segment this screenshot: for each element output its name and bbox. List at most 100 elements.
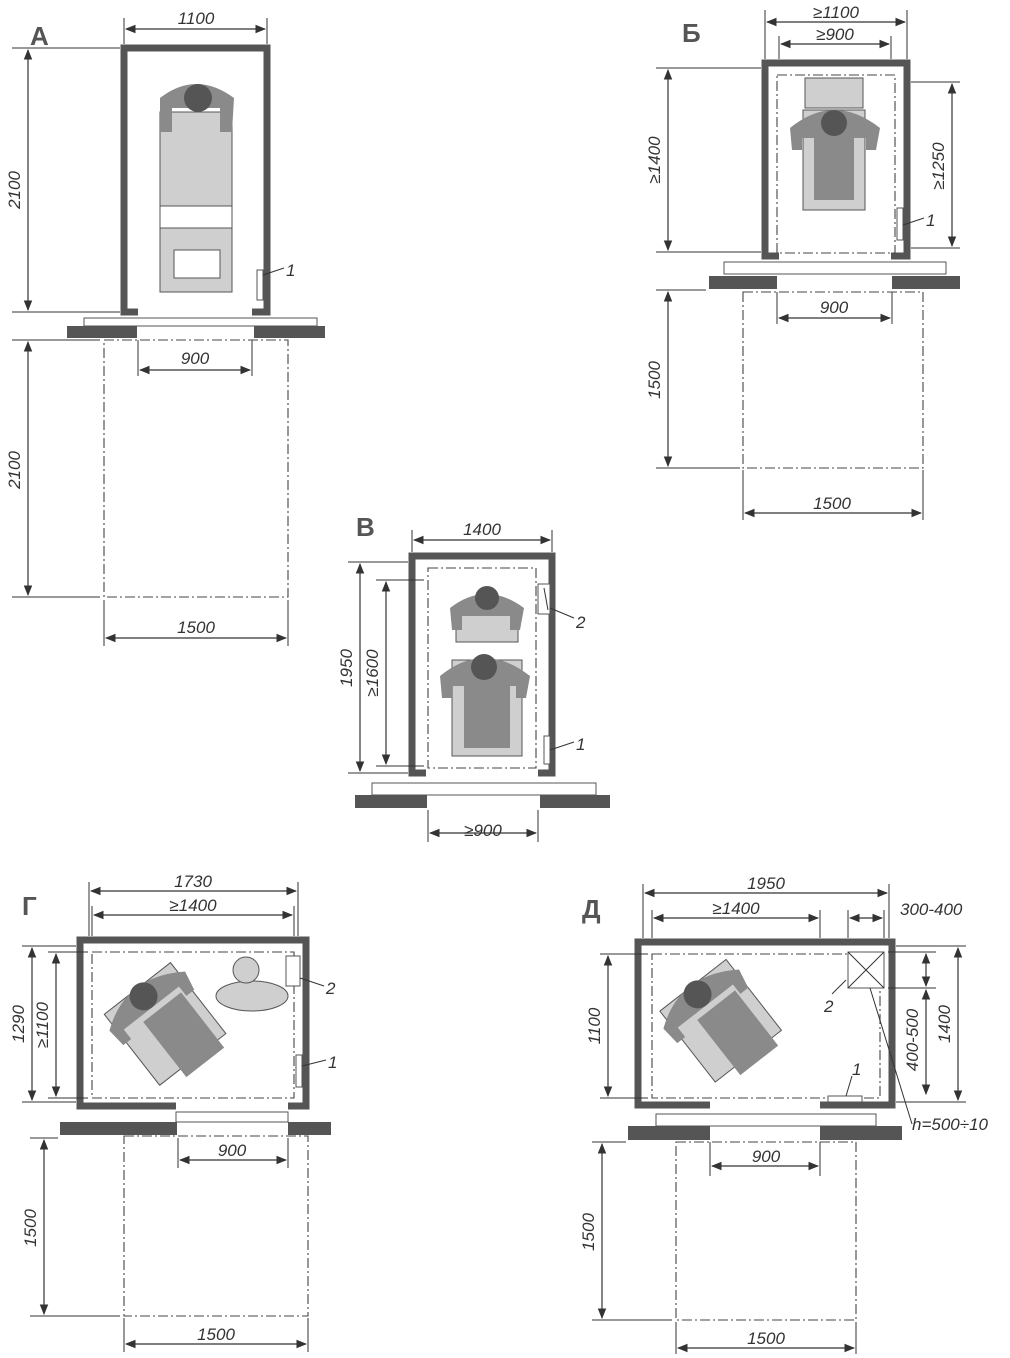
panel-g: Г 2 1 1730 ≥1400	[9, 872, 337, 1352]
panel-g-call-button	[295, 1054, 303, 1088]
panel-a-depth-label: 2100	[5, 171, 24, 210]
panel-b-call-button	[896, 207, 904, 241]
panel-v-threshold	[371, 782, 597, 796]
panel-g-torso	[109, 971, 195, 1046]
panel-a-call-button	[256, 269, 264, 301]
panel-a-approach-width-label: 1500	[177, 618, 215, 637]
panel-v-slab-left	[355, 795, 427, 808]
panel-d-approach-width-label: 1500	[747, 1329, 785, 1348]
panel-d-right-depth-label: 1400	[935, 1005, 954, 1043]
panel-a-approach-zone	[103, 339, 289, 598]
panel-b-inner-width-label: ≥900	[816, 25, 854, 44]
panel-a-threshold	[83, 317, 318, 327]
panel-g-approach-zone	[123, 1135, 309, 1317]
panel-g-approach-depth-label: 1500	[21, 1209, 40, 1247]
panel-a-callout-1: 1	[286, 261, 295, 280]
panel-b-depth-label: ≥1400	[645, 136, 664, 184]
panel-g-fold-seat	[285, 955, 301, 987]
panel-b-slab-right	[892, 276, 960, 289]
panel-v-callout-1: 1	[576, 735, 585, 754]
panel-v-attendant-frame	[455, 611, 519, 643]
panel-d-offset-label: 300-400	[900, 900, 963, 919]
panel-d-approach-depth-label: 1500	[579, 1213, 598, 1251]
panel-a: А 1 1100 2100	[5, 9, 325, 646]
panel-b-outer-width-label: ≥1100	[813, 3, 859, 22]
panel-v-user-head	[471, 654, 497, 680]
panel-a-call-leader	[262, 267, 285, 276]
panel-a-letter: А	[30, 21, 49, 51]
panel-g-outer-depth-label: 1290	[9, 1005, 28, 1043]
panel-g-standing-person	[215, 956, 289, 1012]
panel-b-wheelchair-user	[790, 77, 880, 211]
panel-b-inner-zone	[776, 74, 896, 254]
panel-v-inner-depth-label: ≥1600	[363, 649, 382, 697]
panel-v-slab-right	[540, 795, 610, 808]
panel-d-outer-width-label: 1950	[747, 874, 785, 893]
panel-d-fold-seat	[847, 951, 885, 989]
panel-v-legs	[464, 684, 510, 748]
panel-b-approach-width-label: 1500	[813, 494, 851, 513]
panel-b-approach-zone	[742, 291, 924, 469]
panel-d-depth-label: 1100	[585, 1007, 604, 1044]
panel-b-slab-left	[709, 276, 777, 289]
panel-v-callout-2: 2	[575, 613, 586, 632]
panel-d-callout-1: 1	[852, 1060, 861, 1079]
panel-b-callout-1: 1	[926, 211, 935, 230]
panel-g-wheelchair-user	[103, 961, 227, 1086]
panel-g-inner-zone	[91, 951, 295, 1099]
panel-g-standing-shoulders	[215, 980, 289, 1012]
panel-d-inner-width-label: ≥1400	[712, 899, 760, 918]
panel-g-inner-depth-label: ≥1100	[33, 1002, 52, 1048]
panel-a-width-label: 1100	[178, 9, 215, 28]
panel-d-height-leader	[869, 987, 913, 1125]
panel-d-torso	[663, 969, 749, 1044]
panel-v-inner-zone	[427, 567, 537, 769]
panel-g-door-label: 900	[218, 1141, 247, 1160]
panel-d-letter: Д	[582, 894, 601, 924]
panel-d-inner-zone	[651, 953, 881, 1099]
panel-g-inner-width-label: ≥1400	[169, 896, 217, 915]
panel-b: Б 1 ≥1100 ≥900 ≥1400	[645, 3, 960, 520]
panel-g-threshold	[175, 1111, 289, 1123]
panel-a-slab-left	[67, 326, 137, 338]
panel-d-slab-right	[820, 1126, 902, 1140]
panel-b-threshold	[723, 261, 947, 275]
panel-g-approach-width-label: 1500	[197, 1325, 235, 1344]
panel-v: В 2 1 1400	[337, 512, 610, 842]
panel-v-door-label: ≥900	[464, 821, 502, 840]
panel-v-letter: В	[356, 512, 375, 542]
panel-d: Д 2 1 1950 ≥140	[579, 874, 989, 1354]
panel-g-callout-2: 2	[325, 979, 336, 998]
panel-d-height-label: h=500÷10	[912, 1115, 989, 1134]
panel-v-width-label: 1400	[463, 520, 501, 539]
panel-v-people	[440, 586, 530, 757]
panel-d-legs	[697, 990, 779, 1076]
panel-a-attendant-head	[184, 84, 212, 112]
panel-a-approach-depth-label: 2100	[5, 451, 24, 490]
panel-a-slab-right	[254, 326, 325, 338]
panel-d-call-button	[827, 1095, 863, 1103]
panel-v-call-button	[543, 735, 551, 765]
panel-a-stretcher-band	[159, 205, 233, 229]
panel-a-stretcher-person	[159, 84, 234, 293]
panel-d-threshold	[655, 1113, 877, 1127]
panel-d-callout-2: 2	[823, 997, 834, 1016]
panel-g-callout-1: 1	[328, 1053, 337, 1072]
panel-d-door-label: 900	[752, 1147, 781, 1166]
panel-g-head	[129, 982, 158, 1011]
panel-d-wheelchair-user	[659, 958, 783, 1083]
panel-a-door-gap	[138, 306, 252, 316]
panel-b-chair-back	[804, 77, 864, 109]
panel-g-outer-width-label: 1730	[174, 872, 212, 891]
panel-d-approach-zone	[675, 1141, 857, 1321]
panel-v-attendant-torso	[450, 594, 524, 630]
panel-a-door-label: 900	[181, 349, 210, 368]
panel-b-approach-depth-label: 1500	[645, 361, 664, 399]
panel-a-stretcher-foot	[173, 249, 221, 279]
panel-g-slab-left	[60, 1122, 177, 1135]
panel-v-outer-depth-label: 1950	[337, 649, 356, 687]
panel-b-letter: Б	[682, 18, 701, 48]
panel-b-legs	[814, 130, 854, 200]
panel-b-door-label: 900	[820, 298, 849, 317]
